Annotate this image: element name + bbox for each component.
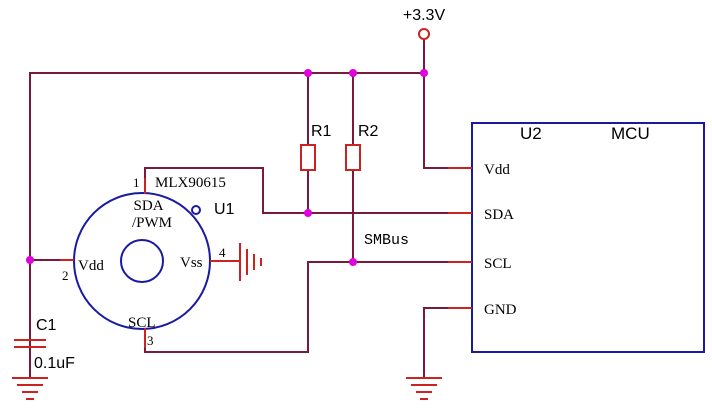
mcu-ref: U2 bbox=[520, 124, 542, 143]
junction-dot bbox=[26, 256, 34, 264]
pin-number-1: 1 bbox=[133, 175, 140, 190]
mcu-pin-gnd: GND bbox=[484, 302, 517, 318]
pin-name-vss: Vss bbox=[180, 255, 203, 271]
junction-dot bbox=[304, 69, 312, 77]
sensor-window bbox=[120, 239, 164, 283]
mcu-pin-sda: SDA bbox=[484, 207, 514, 223]
wire-sda-net bbox=[144, 167, 473, 214]
orientation-marker-icon bbox=[191, 205, 201, 215]
mcu-pin-vdd: Vdd bbox=[484, 162, 510, 178]
sensor-u1: MLX90615 U1 1 SDA /PWM 2 Vdd 3 SCL 4 Vss bbox=[60, 175, 262, 348]
sensor-part-number: MLX90615 bbox=[155, 175, 226, 191]
pin-number-2: 2 bbox=[62, 268, 69, 283]
power-symbol: +3.3V bbox=[403, 7, 446, 40]
wires bbox=[29, 39, 473, 379]
bus-label: SMBus bbox=[364, 232, 409, 249]
capacitor-ref: C1 bbox=[36, 317, 57, 334]
junctions bbox=[26, 69, 428, 266]
wire-scl-net bbox=[144, 261, 473, 353]
resistor-ref: R1 bbox=[311, 123, 332, 140]
junction-dot bbox=[349, 258, 357, 266]
junction-dot bbox=[304, 209, 312, 217]
capacitor-c1: C1 0.1uF bbox=[12, 317, 75, 400]
mcu-pin-scl: SCL bbox=[484, 256, 512, 272]
wire-mcu-gnd bbox=[423, 307, 473, 379]
mcu-title: MCU bbox=[611, 124, 650, 143]
mcu-body bbox=[471, 122, 705, 353]
pin-number-3: 3 bbox=[147, 333, 154, 348]
resistor-r1: R1 bbox=[300, 123, 332, 171]
pin-name-vdd: Vdd bbox=[78, 258, 104, 274]
pin-number-4: 4 bbox=[219, 245, 226, 260]
resistor-icon bbox=[300, 144, 316, 171]
mcu-u2: U2 MCU Vdd SDA SCL GND bbox=[406, 122, 705, 400]
sensor-ref: U1 bbox=[214, 201, 235, 218]
power-terminal-icon bbox=[418, 28, 430, 40]
resistor-ref: R2 bbox=[358, 123, 379, 140]
capacitor-value: 0.1uF bbox=[34, 355, 75, 372]
resistor-icon bbox=[345, 144, 361, 171]
power-label: +3.3V bbox=[403, 7, 446, 24]
junction-dot bbox=[420, 69, 428, 77]
pin-name-sda-pwm: SDA /PWM bbox=[132, 198, 172, 231]
pin-name-scl: SCL bbox=[128, 315, 156, 331]
junction-dot bbox=[349, 69, 357, 77]
resistor-r2: R2 bbox=[345, 123, 379, 171]
